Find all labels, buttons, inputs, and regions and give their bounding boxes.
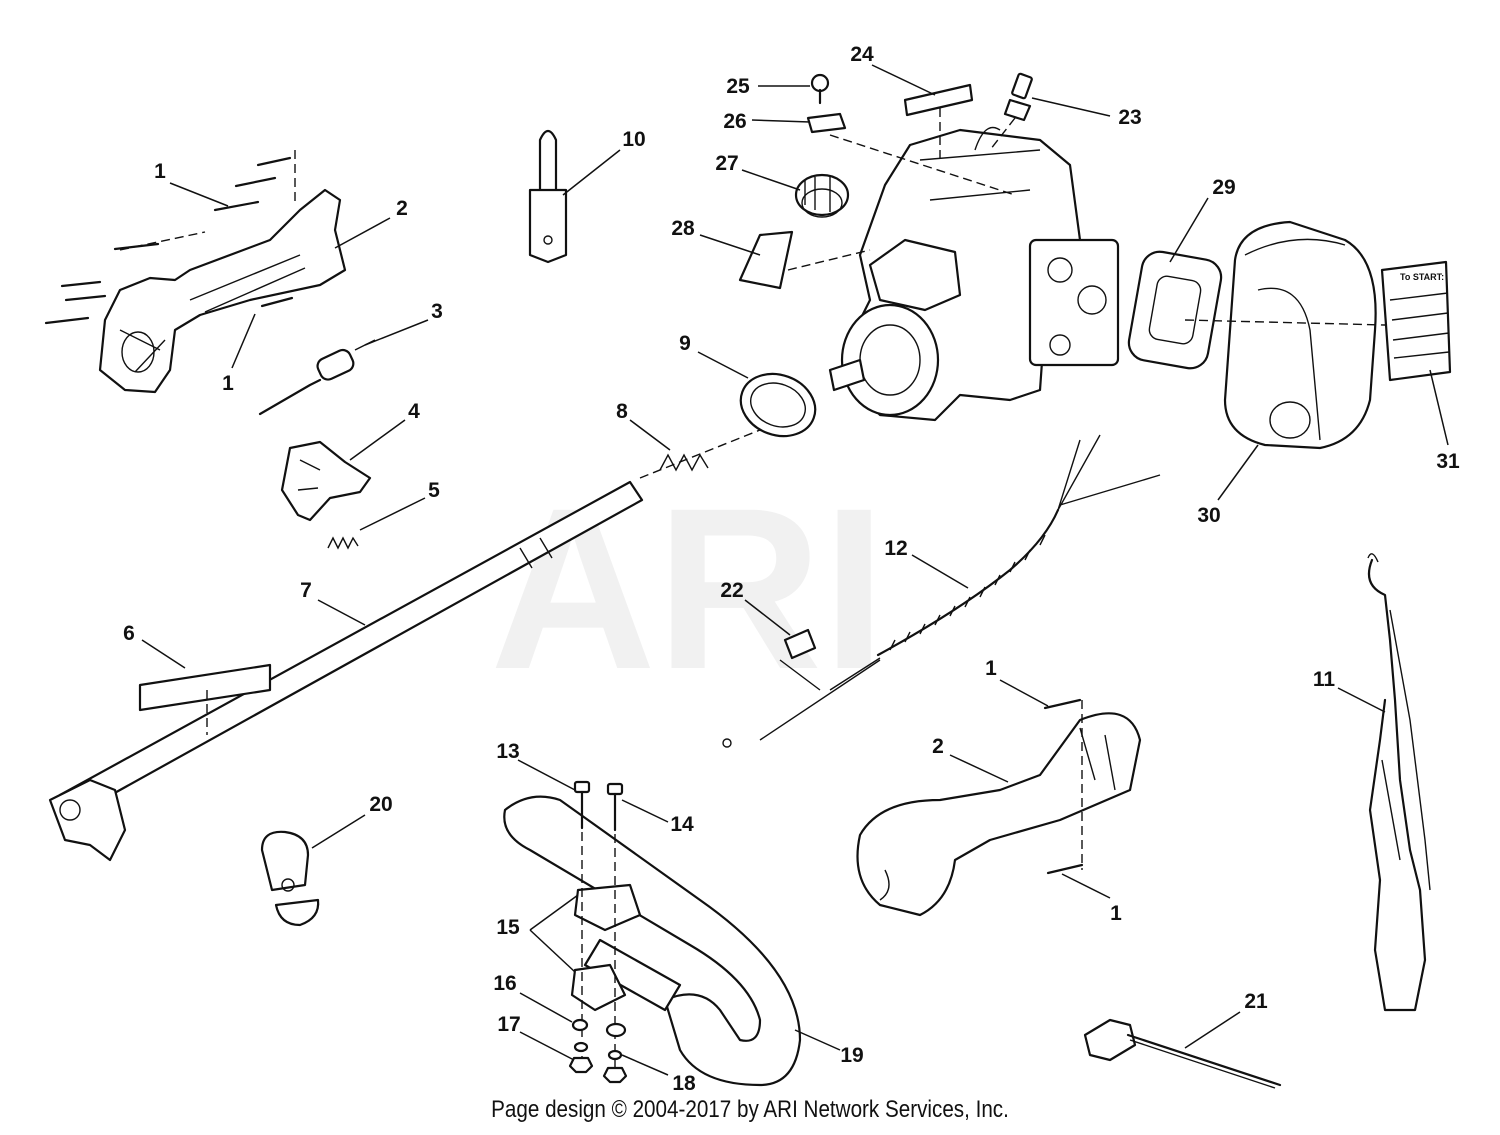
wire-clip-part [806,112,1016,196]
callout-22: 22 [720,579,743,602]
callout-3: 3 [431,300,443,323]
callout-30: 30 [1197,504,1220,527]
clutch-cover-part [739,372,817,438]
handle-brackets-part [570,832,642,1075]
callout-24: 24 [850,43,874,66]
housing-screws [44,150,296,325]
callout-8: 8 [616,400,628,423]
callout-5: 5 [428,479,440,502]
callout-21: 21 [1244,990,1268,1013]
callout-23: 23 [1118,106,1141,129]
throttle-cable-part [258,339,376,416]
screw-25-part [810,73,830,105]
callout-2-lower: 2 [932,735,944,758]
lower-handle-housing-part [856,698,1142,917]
air-filter-cover-part [1184,220,1386,450]
callout-2-upper: 2 [396,197,408,220]
trigger-spring-part [327,536,359,550]
spark-plug-part [989,72,1033,151]
kill-switch-connector-part [783,628,817,660]
watermark: ARI [490,460,886,717]
callout-27: 27 [715,152,738,175]
callout-17: 17 [497,1013,520,1036]
air-filter-part [1127,250,1223,370]
engine-decal-28 [738,230,871,290]
callout-18: 18 [672,1072,696,1095]
callout-13: 13 [496,740,519,763]
callout-16: 16 [493,972,516,995]
handle-bolt-14 [606,782,624,832]
callout-15: 15 [496,916,520,939]
callout-1-lower-bottom: 1 [1110,902,1122,925]
callout-numbers: 1 2 1 3 4 5 6 7 8 9 10 11 12 13 14 15 16… [123,43,1460,1095]
callout-12: 12 [884,537,907,560]
upper-housing-part [98,188,347,394]
shoulder-strap-part [1367,553,1431,1012]
shaft-label-decal [138,663,272,735]
callout-25: 25 [726,75,750,98]
label-24-decal [903,83,974,160]
fuel-cap-part [794,173,850,218]
throttle-trigger-part [280,440,372,522]
starting-instructions-decal: To START: [1380,260,1452,382]
hex-tool-part [528,129,568,264]
decal-heading: To START: [1400,272,1444,282]
callout-20: 20 [369,793,392,816]
wiring-harness-part [722,434,1161,748]
callout-4: 4 [408,400,420,423]
coupler-spring-part [639,429,761,479]
callout-6: 6 [123,622,135,645]
callout-26: 26 [723,110,746,133]
callout-10: 10 [622,128,645,151]
handle-bolt-13 [573,780,591,830]
leader-lines [141,64,1449,1076]
drive-shaft-tube-part [48,480,644,862]
copyright-footer: Page design © 2004-2017 by ARI Network S… [491,1096,1009,1123]
callout-1-lower: 1 [985,657,997,680]
washers-and-nuts [568,1018,628,1084]
spark-plug-wrench-part [1083,1018,1282,1089]
callout-19: 19 [840,1044,863,1067]
callout-9: 9 [679,332,691,355]
callout-1-upper: 1 [154,160,166,183]
callout-29: 29 [1212,176,1235,199]
engine-part [828,126,1120,422]
callout-11: 11 [1313,668,1336,691]
callout-31: 31 [1436,450,1460,473]
callout-28: 28 [671,217,695,240]
callout-1-upper-lower: 1 [222,372,234,395]
callout-14: 14 [670,813,694,836]
callout-7: 7 [300,579,312,602]
shaft-clamp-part [260,830,320,927]
loop-handle-part [503,795,802,1087]
